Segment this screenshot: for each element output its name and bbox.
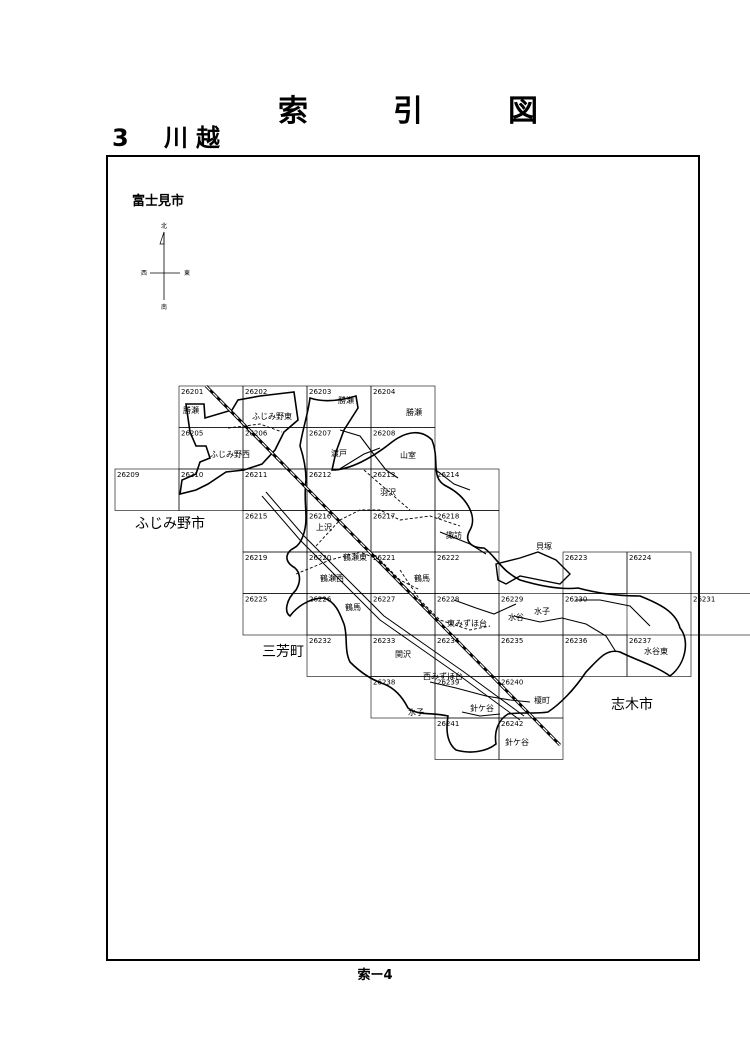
grid-cell-label: 26222 bbox=[437, 554, 459, 562]
section-char: 越 bbox=[196, 124, 220, 152]
compass-rose: 北 南 東 西 bbox=[141, 222, 190, 311]
grid-cell-label: 26209 bbox=[117, 471, 139, 479]
grid-cell-label: 26201 bbox=[181, 388, 203, 396]
place-label: 貝塚 bbox=[536, 542, 552, 551]
grid-cell-label: 26224 bbox=[629, 554, 652, 562]
grid-cell-label: 26232 bbox=[309, 637, 331, 645]
place-label: 水子 bbox=[534, 606, 550, 616]
title-char: 索 bbox=[278, 94, 308, 129]
grid-cell-label: 26225 bbox=[245, 596, 267, 604]
place-label: 鶴瀬東 bbox=[343, 552, 367, 562]
city-boundary bbox=[179, 391, 299, 496]
kaizuka-boundary bbox=[495, 551, 571, 585]
place-label: 東みずほ台 bbox=[447, 618, 487, 628]
place-label: 上沢 bbox=[316, 523, 332, 532]
place-label: 諏訪 bbox=[446, 530, 462, 540]
north-label: 北 bbox=[161, 222, 167, 230]
grid-cell-label: 26213 bbox=[373, 471, 395, 479]
place-label: 渡戸 bbox=[331, 448, 347, 458]
index-map-title: 索 引 図 bbox=[278, 86, 538, 130]
grid-cell-label: 26212 bbox=[309, 471, 331, 479]
grid-cell-label: 26237 bbox=[629, 637, 651, 645]
title-char: 図 bbox=[508, 94, 538, 129]
grid-cell-label: 26217 bbox=[373, 513, 395, 521]
grid-cell-label: 26234 bbox=[437, 637, 460, 645]
grid-cell bbox=[498, 717, 564, 760]
city-label-fujimi: 富士見市 bbox=[132, 193, 184, 209]
district-solid-boundaries bbox=[337, 429, 651, 717]
section-char: 川 bbox=[164, 124, 188, 152]
grid-cell bbox=[626, 551, 692, 594]
place-label: 関沢 bbox=[395, 650, 411, 659]
place-label: 勝瀬 bbox=[406, 407, 422, 417]
place-labels: 勝瀬ふじみ野東勝瀬勝瀬ふじみ野西渡戸山室羽沢上沢諏訪鶴瀬東鶴瀬西鶴馬鶴馬貝塚水子… bbox=[183, 395, 668, 747]
place-label: 鶴瀬西 bbox=[320, 573, 344, 583]
grid-cell-label: 26229 bbox=[501, 596, 523, 604]
grid-cell-label: 26226 bbox=[309, 596, 332, 604]
city-label-miyoshi: 三芳町 bbox=[262, 643, 304, 660]
railway-line bbox=[204, 384, 562, 747]
place-label: 羽沢 bbox=[380, 488, 396, 497]
grid-cell-label: 26238 bbox=[373, 679, 395, 687]
place-label: 水谷 bbox=[508, 612, 524, 622]
east-label: 東 bbox=[184, 269, 190, 277]
place-label: 榎町 bbox=[534, 695, 550, 705]
title-char: 引 bbox=[393, 94, 423, 129]
place-label: 鶴馬 bbox=[414, 573, 430, 583]
place-label: ふじみ野東 bbox=[252, 411, 292, 421]
page-footer: 索ー4 bbox=[357, 968, 393, 983]
grid-cell-label: 26203 bbox=[309, 388, 331, 396]
grid-cell-label: 26216 bbox=[309, 513, 332, 521]
place-label: 針ケ谷 bbox=[505, 737, 529, 747]
grid-cell-label: 26228 bbox=[437, 596, 459, 604]
grid-cell bbox=[690, 593, 750, 636]
place-label: ふじみ野西 bbox=[210, 450, 250, 459]
place-label: 勝瀬 bbox=[338, 395, 354, 405]
city-label-shiki: 志木市 bbox=[611, 696, 653, 713]
grid-cell-label: 26207 bbox=[309, 430, 331, 438]
grid-cell-label: 26215 bbox=[245, 513, 267, 521]
highway-line-2 bbox=[265, 491, 525, 717]
grid-cell-label: 26239 bbox=[437, 679, 459, 687]
city-label-fujimino: ふじみ野市 bbox=[135, 515, 205, 532]
place-label: 水子 bbox=[408, 707, 424, 717]
grid-cell-label: 26204 bbox=[373, 388, 396, 396]
place-label: 水谷東 bbox=[644, 646, 668, 656]
grid-cell-label: 26205 bbox=[181, 430, 203, 438]
section-number: 3 bbox=[112, 124, 129, 152]
grid-cell-label: 26223 bbox=[565, 554, 587, 562]
place-label: 勝瀬 bbox=[183, 405, 199, 415]
grid-cell-label: 26220 bbox=[309, 554, 331, 562]
place-label: 山室 bbox=[400, 450, 416, 460]
grid-cell-label: 26219 bbox=[245, 554, 267, 562]
south-label: 南 bbox=[161, 303, 167, 311]
grid-cell-label: 26231 bbox=[693, 596, 715, 604]
grid-cell-label: 26233 bbox=[373, 637, 395, 645]
grid-cell-label: 26218 bbox=[437, 513, 459, 521]
highway-line bbox=[261, 495, 521, 721]
grid-cell-label: 26242 bbox=[501, 720, 523, 728]
grid-cell-label: 26235 bbox=[501, 637, 523, 645]
grid-cell-label: 26214 bbox=[437, 471, 460, 479]
grid-cell-label: 26236 bbox=[565, 637, 588, 645]
grid-cell-label: 26240 bbox=[501, 679, 523, 687]
place-label: 西みずほ台 bbox=[423, 671, 463, 681]
grid-cell-label: 26211 bbox=[245, 471, 267, 479]
grid-cell-label: 26202 bbox=[245, 388, 267, 396]
grid-cell-label: 26221 bbox=[373, 554, 395, 562]
district-boundaries bbox=[227, 423, 491, 631]
west-label: 西 bbox=[141, 270, 147, 277]
place-label: 鶴馬 bbox=[345, 602, 361, 612]
grid-cell-label: 26227 bbox=[373, 596, 395, 604]
grid-cell-label: 26241 bbox=[437, 720, 459, 728]
section-heading: 3 川越 bbox=[112, 118, 220, 153]
city-boundary-main bbox=[285, 394, 687, 753]
map-frame bbox=[106, 155, 700, 961]
place-label: 針ケ谷 bbox=[470, 703, 494, 713]
grid-cell-label: 26206 bbox=[245, 430, 268, 438]
grid-cell-label: 26208 bbox=[373, 430, 395, 438]
